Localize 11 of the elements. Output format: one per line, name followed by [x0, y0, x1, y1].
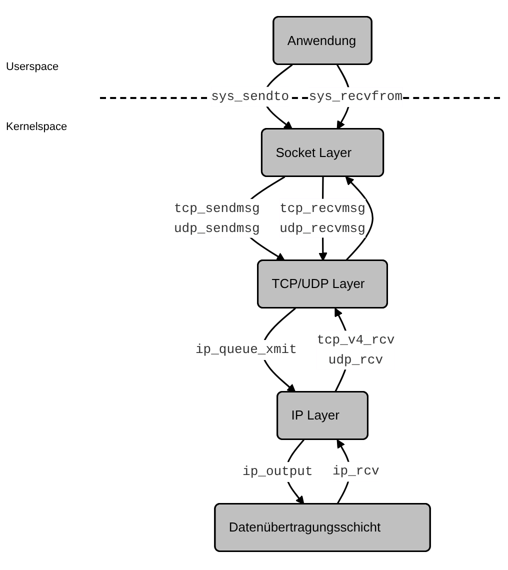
edge-label: ip_queue_xmit [196, 342, 298, 357]
region-label: Kernelspace [6, 121, 68, 133]
edge-label: ip_output [242, 464, 314, 480]
region-label: Userspace [6, 61, 59, 73]
edge-label: ip_rcv [332, 464, 380, 479]
edge-label: tcp_sendmsg udp_sendmsg [174, 200, 260, 236]
edge-label: tcp_v4_rcv udp_rcv [317, 332, 396, 368]
edge-label: sys_sendto [212, 88, 290, 104]
arrow [346, 176, 374, 262]
edge-label: sys_recvfrom [309, 89, 403, 104]
edge-label: tcp_recvmsg udp_recvmsg [280, 200, 366, 236]
